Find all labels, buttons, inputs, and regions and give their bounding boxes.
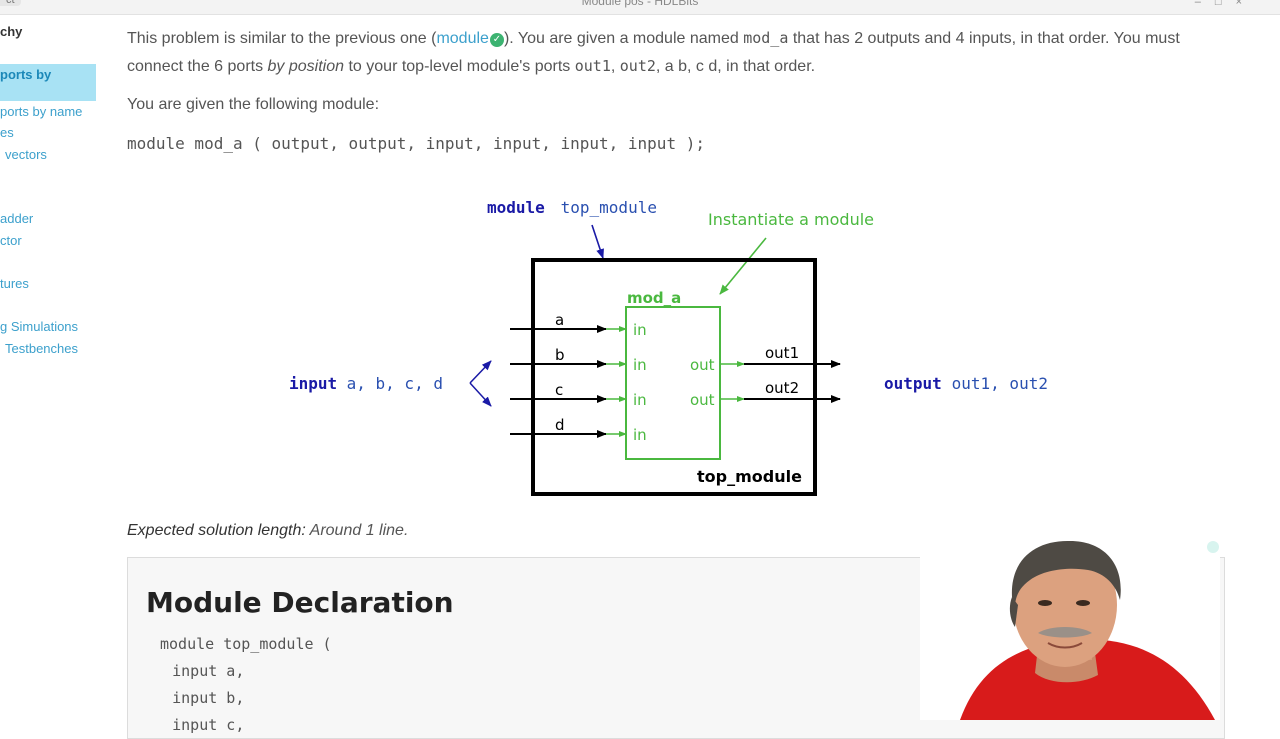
module-declaration-title: Module Declaration	[146, 586, 454, 619]
wire-label-c: c	[555, 381, 563, 399]
text: connect the 6 ports	[127, 58, 268, 75]
sidebar-item-active[interactable]: ports by	[0, 64, 96, 101]
declaration-line: input b,	[136, 689, 245, 707]
close-icon[interactable]: ×	[1235, 0, 1256, 8]
given-module-text: You are given the following module:	[127, 96, 380, 113]
port-out-2: out	[690, 391, 715, 409]
sidebar-item-modules[interactable]: es	[0, 125, 14, 140]
sidebar-item-ports-by-name[interactable]: ports by name	[0, 104, 83, 119]
mod-a-box	[625, 306, 721, 460]
port-in-4: in	[633, 426, 647, 444]
window-controls[interactable]: –□×	[1195, 0, 1256, 8]
wire-label-d: d	[555, 416, 565, 434]
wire-label-out2: out2	[765, 379, 799, 397]
inline-code: out2	[619, 57, 656, 75]
wire-label-b: b	[555, 346, 565, 364]
top-label-arrow	[591, 224, 604, 259]
text: ). You are given a module named	[503, 30, 744, 47]
declaration-line: input a,	[136, 662, 245, 680]
sidebar-item-selector[interactable]: ctor	[0, 233, 22, 248]
input-arrow-down	[469, 382, 492, 407]
inline-code: out1	[574, 57, 611, 75]
port-in-2: in	[633, 356, 647, 374]
webcam-presenter-image	[920, 535, 1220, 720]
inline-code: mod_a	[743, 29, 789, 47]
output-wires	[720, 360, 841, 403]
sidebar-nav: chy ports by ports by name es vectors ad…	[0, 14, 98, 720]
declaration-line: module top_module (	[160, 635, 332, 653]
instantiate-arrow	[719, 237, 767, 295]
port-in-3: in	[633, 391, 647, 409]
output-keyword: output	[884, 374, 942, 393]
text: that has 2 outputs and 4 inputs, in that…	[788, 30, 1180, 47]
maximize-icon[interactable]: □	[1214, 0, 1236, 8]
mod-a-label: mod_a	[627, 289, 681, 307]
top-module-box	[531, 258, 817, 496]
top-module-name: top_module	[551, 198, 657, 217]
input-arrow-up	[469, 360, 492, 384]
intro-paragraph-line2: connect the 6 ports by position to your …	[127, 52, 815, 81]
text: , a b, c d, in that order.	[655, 58, 816, 75]
top-module-box-label: top_module	[697, 467, 802, 486]
expected-length: Expected solution length: Around 1 line.	[127, 522, 408, 540]
sidebar-item-procedures[interactable]: tures	[0, 276, 29, 291]
port-in-1: in	[633, 321, 647, 339]
wire-label-a: a	[555, 311, 564, 329]
module-link[interactable]: module	[436, 30, 489, 47]
input-names: a, b, c, d	[337, 374, 443, 393]
top-module-keyword: module	[487, 198, 545, 217]
declaration-line: input c,	[136, 716, 245, 734]
window-title: Module pos - HDLBits	[581, 0, 699, 8]
instantiate-label: Instantiate a module	[708, 210, 874, 229]
expected-length-value: Around 1 line.	[305, 522, 409, 539]
window-titlebar: ct Module pos - HDLBits –□×	[0, 0, 1280, 15]
check-icon: ✓	[489, 33, 504, 47]
wire-label-out1: out1	[765, 344, 799, 362]
module-diagram: module top_module Instantiate a module t…	[289, 198, 1048, 496]
emphasis: by position	[267, 58, 345, 75]
expected-length-label: Expected solution length:	[127, 522, 306, 539]
browser-tab[interactable]: ct	[0, 0, 21, 6]
sidebar-item-testbenches[interactable]: Testbenches	[5, 341, 78, 356]
text: ,	[610, 58, 620, 75]
intro-paragraph-line1: This problem is similar to the previous …	[127, 24, 1180, 53]
input-wires	[510, 325, 627, 438]
sidebar-item-vectors[interactable]: vectors	[5, 147, 47, 162]
sidebar-item-adder[interactable]: adder	[0, 211, 34, 226]
text: This problem is similar to the previous …	[127, 30, 437, 47]
text: to your top-level module's ports	[344, 58, 575, 75]
input-keyword: input	[289, 374, 337, 393]
minimize-icon[interactable]: –	[1194, 0, 1215, 8]
sidebar-item-simulations[interactable]: g Simulations	[0, 319, 79, 334]
output-names: out1, out2	[942, 374, 1048, 393]
module-code: module mod_a ( output, output, input, in…	[127, 134, 705, 153]
sidebar-heading: chy	[0, 24, 23, 39]
port-out-1: out	[690, 356, 715, 374]
